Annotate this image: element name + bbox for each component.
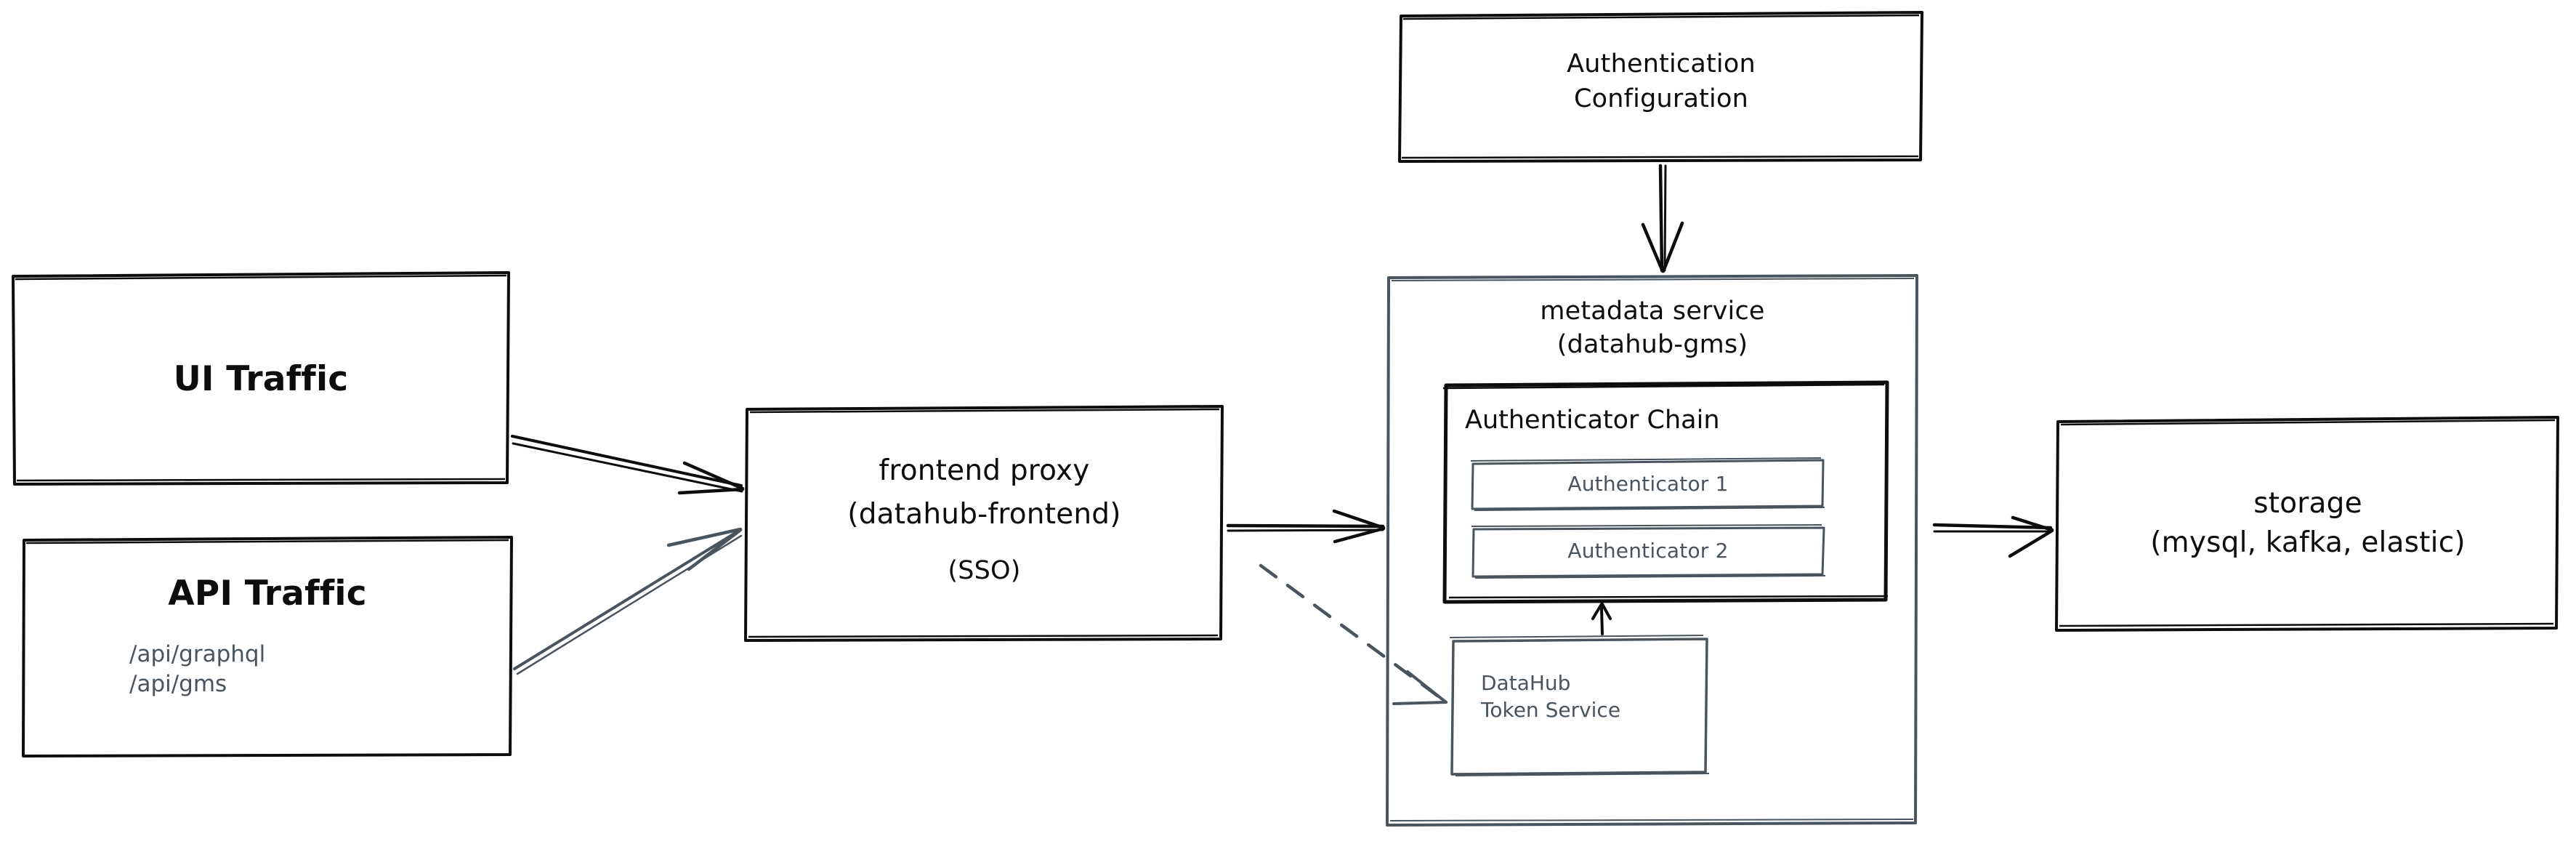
edge-ui-to-frontend <box>511 435 745 495</box>
node-ui-traffic[interactable]: UI Traffic <box>10 269 512 487</box>
api-endpoint-gms: /api/gms <box>129 671 227 698</box>
frontend-proxy-sso: (SSO) <box>948 556 1021 585</box>
token-service-line-2: Token Service <box>1481 697 1621 722</box>
node-authenticator-chain[interactable]: Authenticator Chain Authenticator 1 Auth… <box>1440 378 1891 605</box>
storage-frame <box>2055 416 2559 632</box>
token-service-text: DataHub Token Service <box>1481 670 1620 724</box>
node-frontend-proxy[interactable]: frontend proxy (datahub-frontend) (SSO) <box>743 403 1226 643</box>
authenticator-item-2[interactable]: Authenticator 2 <box>1469 523 1827 579</box>
authenticator-2-label: Authenticator 2 <box>1567 539 1729 563</box>
authenticator-1-label: Authenticator 1 <box>1567 472 1729 496</box>
metadata-service-line-2: (datahub-gms) <box>1556 330 1748 359</box>
node-api-traffic[interactable]: API Traffic /api/graphql /api/gms <box>20 534 514 760</box>
node-datahub-token-service[interactable]: DataHub Token Service <box>1448 634 1711 778</box>
storage-line-1: storage <box>2253 487 2362 520</box>
edge-api-to-frontend <box>513 527 743 675</box>
frontend-proxy-title: frontend proxy <box>879 454 1090 487</box>
api-endpoint-graphql: /api/graphql <box>129 641 266 667</box>
edge-gms-to-storage <box>1932 515 2054 558</box>
storage-line-2: (mysql, kafka, elastic) <box>2150 526 2466 559</box>
api-traffic-endpoints: /api/graphql /api/gms <box>129 640 265 699</box>
node-authentication-configuration[interactable]: Authentication Configuration <box>1397 10 1926 164</box>
frontend-proxy-subtitle: (datahub-frontend) <box>847 498 1121 531</box>
authenticator-chain-title: Authenticator Chain <box>1465 406 1720 435</box>
node-storage[interactable]: storage (mysql, kafka, elastic) <box>2054 414 2562 632</box>
edge-authconfig-to-gms <box>1641 164 1684 273</box>
ui-traffic-label: UI Traffic <box>173 359 349 399</box>
api-traffic-label: API Traffic <box>168 574 367 614</box>
edge-frontend-to-gms <box>1226 509 1386 544</box>
api-traffic-frame <box>22 536 513 757</box>
authenticator-item-1[interactable]: Authenticator 1 <box>1469 457 1827 512</box>
auth-config-line-2: Configuration <box>1574 84 1748 113</box>
metadata-service-line-1: metadata service <box>1540 297 1765 326</box>
token-service-line-1: DataHub <box>1481 671 1571 695</box>
auth-config-line-1: Authentication <box>1567 49 1756 79</box>
